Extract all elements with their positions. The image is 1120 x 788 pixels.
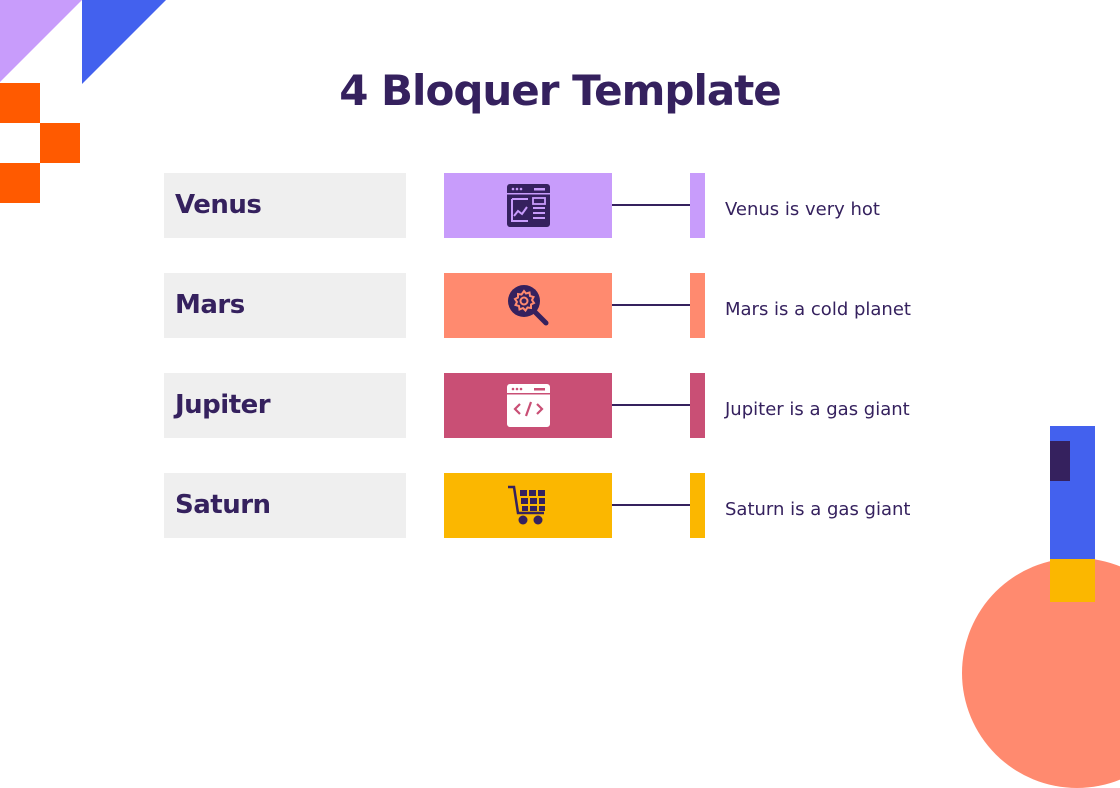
accent-bar	[690, 373, 705, 438]
accent-bar	[690, 173, 705, 238]
row-description: Saturn is a gas giant	[725, 499, 911, 520]
icon-box	[444, 373, 612, 438]
code-window-icon	[507, 384, 550, 427]
decor-orange-square-3	[0, 163, 40, 203]
search-gear-icon	[508, 285, 549, 326]
decor-orange-square-1	[0, 83, 40, 123]
decor-yellow-block	[1050, 559, 1095, 602]
accent-bar	[690, 273, 705, 338]
connector-line	[612, 204, 690, 206]
decor-orange-square-2	[40, 123, 80, 163]
label-box: Jupiter	[164, 373, 406, 438]
accent-bar	[690, 473, 705, 538]
icon-box	[444, 173, 612, 238]
row-label: Saturn	[175, 490, 271, 520]
decor-salmon-semicircle	[962, 558, 1120, 788]
connector-line	[612, 304, 690, 306]
browser-analytics-icon	[507, 184, 550, 227]
connector-line	[612, 504, 690, 506]
decor-dark-block	[1050, 441, 1070, 481]
row-label: Jupiter	[175, 390, 271, 420]
decor-purple-triangle	[0, 0, 82, 82]
row-description: Venus is very hot	[725, 199, 880, 220]
connector-line	[612, 404, 690, 406]
decor-blue-triangle	[82, 0, 166, 84]
row-description: Mars is a cold planet	[725, 299, 911, 320]
icon-box	[444, 473, 612, 538]
label-box: Mars	[164, 273, 406, 338]
row-description: Jupiter is a gas giant	[725, 399, 910, 420]
row-label: Venus	[175, 190, 262, 220]
label-box: Venus	[164, 173, 406, 238]
icon-box	[444, 273, 612, 338]
slide-title: 4 Bloquer Template	[339, 66, 782, 115]
label-box: Saturn	[164, 473, 406, 538]
row-label: Mars	[175, 290, 245, 320]
shopping-cart-icon	[508, 485, 545, 525]
